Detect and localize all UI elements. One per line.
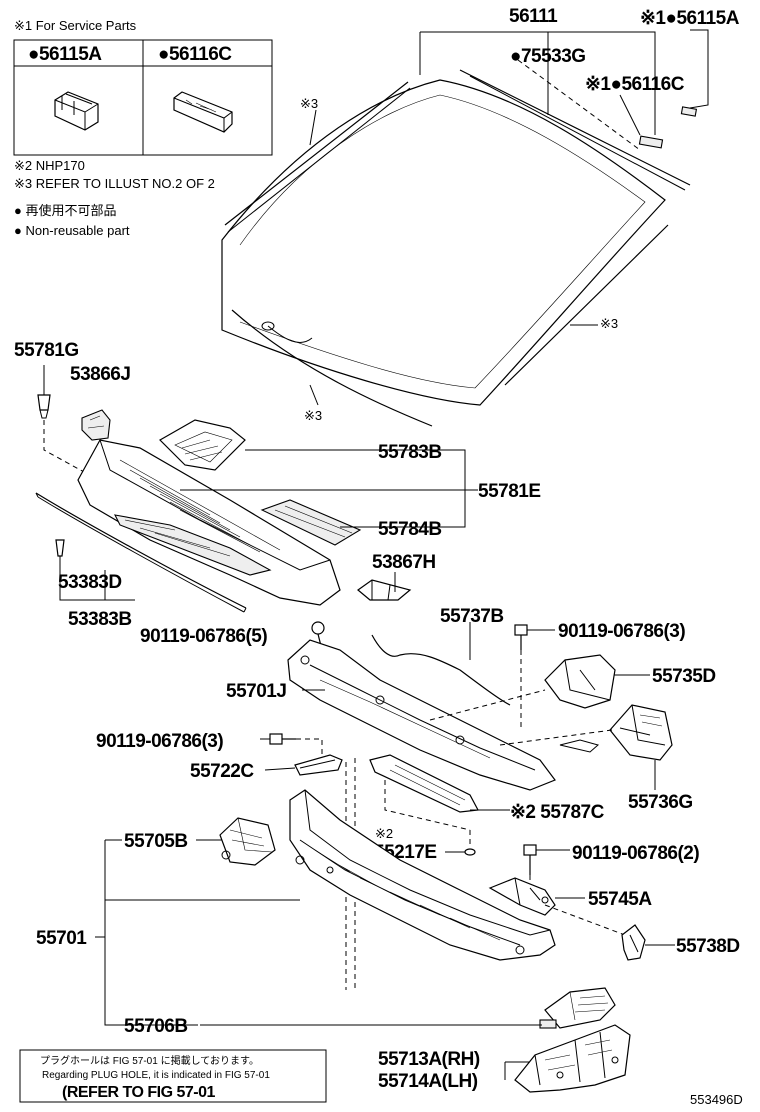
legend-note3: ※3 REFER TO ILLUST NO.2 OF 2	[14, 176, 215, 191]
panel-55784B-drawing	[260, 499, 362, 546]
bolt-3-right-icon	[514, 624, 528, 650]
label-55736G: 55736G	[628, 792, 693, 813]
diagram-code: 553496D	[690, 1092, 743, 1107]
label-56116C-top: ※1●56116C	[585, 74, 685, 95]
seal-53866J-drawing	[81, 409, 111, 441]
louver-55781E-drawing	[77, 439, 341, 606]
label-53383B: 53383B	[68, 609, 132, 630]
label-55738D: 55738D	[676, 936, 740, 957]
label-55745A: 55745A	[588, 889, 652, 910]
panel-55701J-drawing	[287, 639, 556, 791]
footer-en: Regarding PLUG HOLE, it is indicated in …	[42, 1070, 270, 1081]
bracket-53867H-drawing	[357, 579, 412, 601]
panel-55713A-drawing	[514, 1024, 631, 1093]
plug-55217E-icon	[464, 848, 476, 856]
label-55784B: 55784B	[378, 519, 442, 540]
panel-55783B-drawing	[159, 419, 246, 471]
bracket-55738D-drawing	[621, 924, 646, 961]
legend-box-right-label: ●56116C	[158, 44, 232, 65]
duct-55735D-drawing	[544, 654, 616, 709]
label-55722C: 55722C	[190, 761, 254, 782]
label-53867H: 53867H	[372, 552, 436, 573]
ref3-bottom: ※3	[304, 408, 322, 423]
label-55217E-ref: ※2	[375, 826, 393, 841]
legend-note1: ※1 For Service Parts	[14, 18, 137, 33]
footer-refer: (REFER TO FIG 57-01	[62, 1084, 216, 1101]
bolt-3-left-icon	[269, 733, 296, 745]
label-55705B: 55705B	[124, 831, 188, 852]
label-56111: 56111	[509, 6, 558, 27]
label-55783B: 55783B	[378, 442, 442, 463]
bolt-2-icon	[523, 844, 537, 875]
label-55701J: 55701J	[226, 681, 286, 702]
ref3-upper-left: ※3	[300, 96, 318, 111]
label-bolt-3-left: 90119-06786(3)	[96, 731, 223, 752]
legend-box-left-label: ●56115A	[28, 44, 102, 65]
duct-55736G-drawing	[609, 704, 673, 761]
label-53383D: 53383D	[58, 572, 122, 593]
label-bolt-3-right: 90119-06786(3)	[558, 621, 685, 642]
legend-nonreusable-en: ● Non-reusable part	[14, 223, 130, 238]
label-55713A: 55713A(RH)	[378, 1049, 480, 1070]
label-55701: 55701	[36, 928, 87, 949]
hose-55737B-drawing	[371, 622, 511, 706]
legend-nonreusable-jp: ● 再使用不可部品	[14, 203, 116, 218]
label-55787C: ※2 55787C	[510, 802, 605, 823]
clip-56116C-drawing	[173, 91, 233, 133]
ref3-right: ※3	[600, 316, 618, 331]
cowl-55705B-drawing	[219, 817, 276, 866]
footer-note-box	[19, 1049, 327, 1103]
weatherstrip-53383B-drawing	[35, 492, 247, 613]
clip-53383D-drawing	[55, 539, 65, 570]
clip-55781G-drawing	[37, 365, 51, 419]
legend-note2: ※2 NHP170	[14, 158, 85, 173]
label-75533G: ●75533G	[510, 46, 586, 67]
label-bolt-5: 90119-06786(5)	[140, 626, 267, 647]
cowl-55706B-drawing	[539, 987, 616, 1029]
windshield-glass-drawing	[221, 69, 698, 427]
bracket-55745A-drawing	[488, 877, 556, 916]
cowl-panel-55701-drawing	[289, 789, 556, 961]
label-bolt-2: 90119-06786(2)	[572, 843, 699, 864]
label-55706B: 55706B	[124, 1016, 188, 1037]
label-55737B: 55737B	[440, 606, 504, 627]
label-55735D: 55735D	[652, 666, 716, 687]
label-55781E: 55781E	[478, 481, 541, 502]
label-56115A-top: ※1●56115A	[640, 8, 740, 29]
footer-jp: プラグホールは FIG 57-01 に掲載しております。	[40, 1054, 259, 1067]
label-55781G: 55781G	[14, 340, 79, 361]
label-55714A: 55714A(LH)	[378, 1071, 478, 1092]
clip-56115A-drawing	[54, 91, 99, 131]
label-53866J: 53866J	[70, 364, 130, 385]
bracket-55722C-drawing	[294, 754, 343, 776]
